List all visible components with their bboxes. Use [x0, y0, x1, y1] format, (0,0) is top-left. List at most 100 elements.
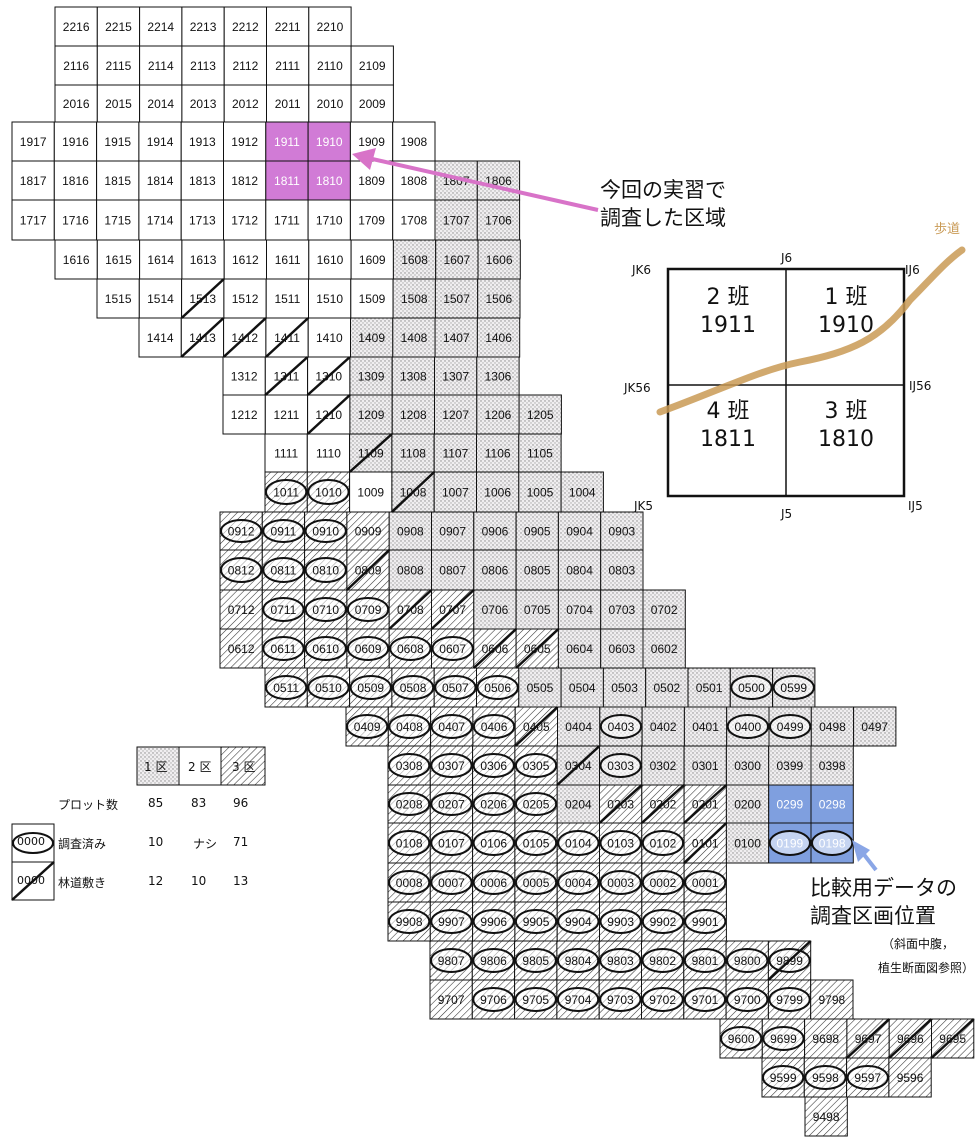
plot-label-2011: 2011 [275, 97, 301, 111]
surveyed-marker-0407 [430, 714, 473, 739]
legend-header-3: 3 区 [232, 760, 256, 774]
surveyed-marker-0400 [726, 714, 769, 739]
forest-road-mark-9695 [930, 1018, 975, 1059]
plot-cell-0612 [219, 628, 263, 669]
plot-cell-1713 [180, 199, 224, 241]
plot-label-1708: 1708 [400, 214, 427, 228]
plot-label-0506: 0506 [484, 681, 511, 695]
plot-cell-0702 [642, 589, 686, 630]
plot-label-1212: 1212 [231, 408, 258, 422]
plot-label-1207: 1207 [442, 408, 469, 422]
plot-label-0298: 0298 [819, 798, 846, 812]
plot-label-1609: 1609 [359, 253, 386, 267]
plot-cell-0907 [431, 511, 475, 551]
surveyed-marker-0207 [430, 792, 473, 816]
surveyed-marker-9799 [768, 987, 811, 1012]
plot-cell-1205 [518, 394, 562, 435]
plot-label-1010: 1010 [315, 486, 342, 500]
forest-road-mark-0708 [388, 589, 433, 630]
surveyed-marker-0004 [557, 870, 600, 895]
plot-label-0199: 0199 [776, 837, 803, 851]
plot-label-9802: 9802 [649, 954, 676, 968]
legend-surveyed-label: 調査済み [58, 837, 107, 851]
legend-header-1: 1 区 [144, 760, 168, 774]
plot-cell-2216 [54, 6, 98, 47]
plot-label-0299: 0299 [776, 798, 803, 812]
plot-label-0002: 0002 [650, 876, 677, 890]
plot-label-9697: 9697 [855, 1032, 882, 1046]
plot-label-1508: 1508 [401, 292, 428, 306]
legend-swatch-zone1 [136, 746, 180, 786]
plot-label-0007: 0007 [438, 876, 465, 890]
surveyed-marker-9907 [430, 909, 473, 934]
plot-label-0907: 0907 [439, 525, 466, 539]
plot-cell-0909 [346, 511, 390, 551]
surveyed-marker-9902 [641, 909, 685, 934]
plot-cell-1710 [307, 199, 351, 241]
plot-cell-1806 [476, 160, 521, 201]
plot-label-9902: 9902 [650, 915, 677, 929]
plot-label-0912: 0912 [228, 525, 255, 539]
plot-cell-0904 [557, 511, 602, 551]
forest-road-mark-1310 [306, 356, 351, 396]
surveyed-marker-9903 [599, 909, 642, 934]
plot-label-9699: 9699 [770, 1032, 797, 1046]
plot-label-0201: 0201 [692, 798, 719, 812]
plot-label-0208: 0208 [396, 798, 423, 812]
plot-label-1211: 1211 [274, 408, 300, 422]
plot-cell-1717 [11, 199, 55, 241]
plot-label-1715: 1715 [104, 214, 131, 228]
surveyed-marker-9702 [641, 987, 684, 1012]
forest-road-mark-1513 [180, 278, 225, 319]
plot-label-1312: 1312 [231, 370, 258, 384]
surveyed-marker-9701 [683, 987, 727, 1012]
inset-quadrant-team1: 1 班 1910 [786, 284, 906, 340]
plot-label-9706: 9706 [480, 993, 507, 1007]
plot-cell-1207 [434, 394, 478, 435]
plot-label-1707: 1707 [443, 214, 470, 228]
legend-road-label: 林道敷き [58, 876, 107, 890]
plot-label-0803: 0803 [608, 564, 635, 578]
surveyed-marker-9804 [556, 948, 600, 973]
plot-label-1908: 1908 [400, 135, 427, 149]
plot-label-0401: 0401 [692, 720, 719, 734]
surveyed-marker-9905 [514, 909, 558, 934]
plot-label-0610: 0610 [312, 642, 339, 656]
plot-cell-2112 [223, 45, 267, 86]
plot-label-0809: 0809 [355, 564, 382, 578]
plot-label-1610: 1610 [317, 253, 344, 267]
plot-cell-1511 [265, 278, 310, 319]
team1-plot: 1910 [818, 313, 874, 338]
plot-label-1209: 1209 [358, 408, 385, 422]
plot-label-0602: 0602 [651, 642, 678, 656]
plot-label-0508: 0508 [400, 681, 427, 695]
plot-label-0497: 0497 [861, 720, 888, 734]
plot-label-1007: 1007 [442, 486, 469, 500]
plot-label-0498: 0498 [819, 720, 846, 734]
plot-label-9907: 9907 [438, 915, 465, 929]
surveyed-marker-0709 [346, 597, 390, 622]
plot-label-1507: 1507 [443, 292, 470, 306]
surveyed-marker-0305 [514, 753, 558, 778]
plot-label-0202: 0202 [650, 798, 677, 812]
plot-label-0807: 0807 [439, 564, 466, 578]
inset-path-label: 歩道 [934, 222, 961, 237]
surveyed-marker-9901 [684, 909, 727, 934]
legend-plot-count-label: プロット数 [58, 798, 119, 812]
plot-label-1616: 1616 [63, 253, 90, 267]
plot-label-1916: 1916 [62, 135, 89, 149]
plot-label-1310: 1310 [315, 370, 342, 384]
surveyed-marker-0205 [514, 792, 558, 816]
forest-road-mark-0707 [430, 589, 475, 630]
survey-callout-line1: 今回の実習で [600, 178, 726, 202]
team3-label: 3 班 [824, 399, 868, 424]
comparison-note-line1: （斜面中腹， [882, 937, 955, 951]
forest-road-mark-0809 [346, 549, 391, 591]
plot-cell-1208 [391, 394, 436, 435]
plot-label-1717: 1717 [20, 214, 47, 228]
legend-surveyed-symbol: 0000 [17, 835, 45, 848]
plot-label-9908: 9908 [396, 915, 423, 929]
plot-label-0706: 0706 [482, 603, 509, 617]
plot-cell-1908 [392, 121, 436, 162]
plot-label-0606: 0606 [482, 642, 509, 656]
